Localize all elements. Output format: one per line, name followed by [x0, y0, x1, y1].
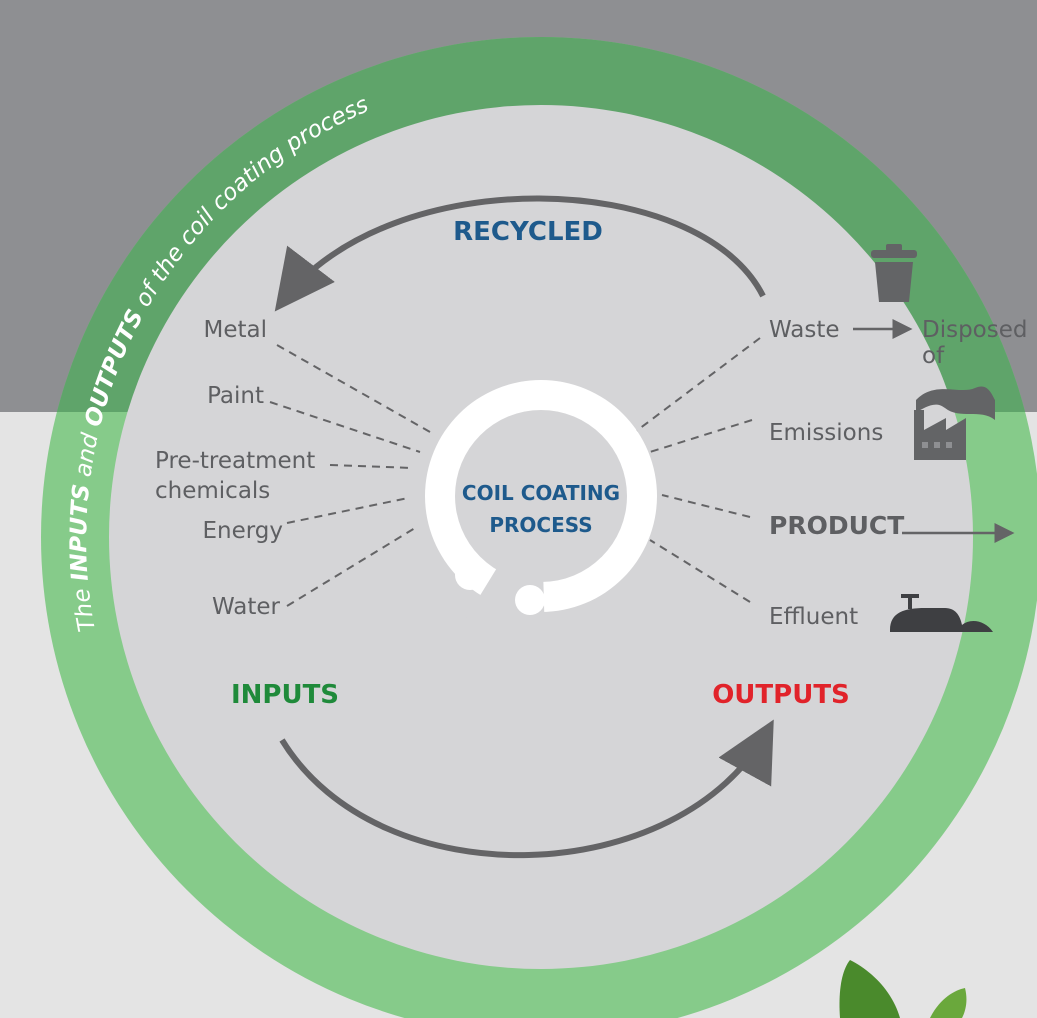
recycled-label: RECYCLED	[453, 217, 603, 247]
pipe-outlet-icon	[890, 594, 993, 632]
input-pretreatment-line2: chemicals	[155, 478, 270, 504]
connector-product	[661, 494, 751, 518]
input-connectors	[269, 344, 431, 607]
process-label-line1: COIL COATING	[462, 481, 620, 505]
connector-effluent	[649, 539, 751, 603]
input-pretreatment-line1: Pre-treatment	[155, 448, 315, 474]
process-label-line2: PROCESS	[489, 513, 592, 537]
output-labels: Waste Emissions PRODUCT Effluent Dispose…	[769, 317, 1028, 630]
inputs-heading: INPUTS	[231, 680, 339, 710]
output-effluent: Effluent	[769, 604, 858, 630]
input-paint: Paint	[207, 383, 264, 409]
output-emissions: Emissions	[769, 420, 883, 446]
connector-energy	[286, 497, 409, 524]
input-labels: Metal Paint Pre-treatment chemicals Ener…	[155, 317, 315, 620]
output-connectors	[634, 337, 761, 603]
connector-waste	[634, 337, 761, 433]
output-disposed-line2: of	[922, 343, 945, 369]
process-core	[425, 380, 657, 640]
recycled-arrow	[274, 195, 766, 312]
output-disposed-line1: Disposed	[922, 317, 1028, 343]
input-energy: Energy	[202, 518, 283, 544]
outputs-heading: OUTPUTS	[712, 680, 850, 710]
connector-metal	[276, 344, 431, 433]
process-flow-arrow	[279, 719, 774, 858]
input-metal: Metal	[204, 317, 268, 343]
output-waste: Waste	[769, 317, 840, 343]
leaf-icon	[839, 960, 967, 1018]
factory-icon	[914, 386, 995, 460]
output-product: PRODUCT	[769, 511, 904, 540]
connector-paint	[269, 401, 421, 453]
trash-bin-icon	[871, 244, 917, 302]
connector-water	[286, 527, 416, 607]
connector-emissions	[649, 419, 753, 453]
input-water: Water	[212, 594, 281, 620]
